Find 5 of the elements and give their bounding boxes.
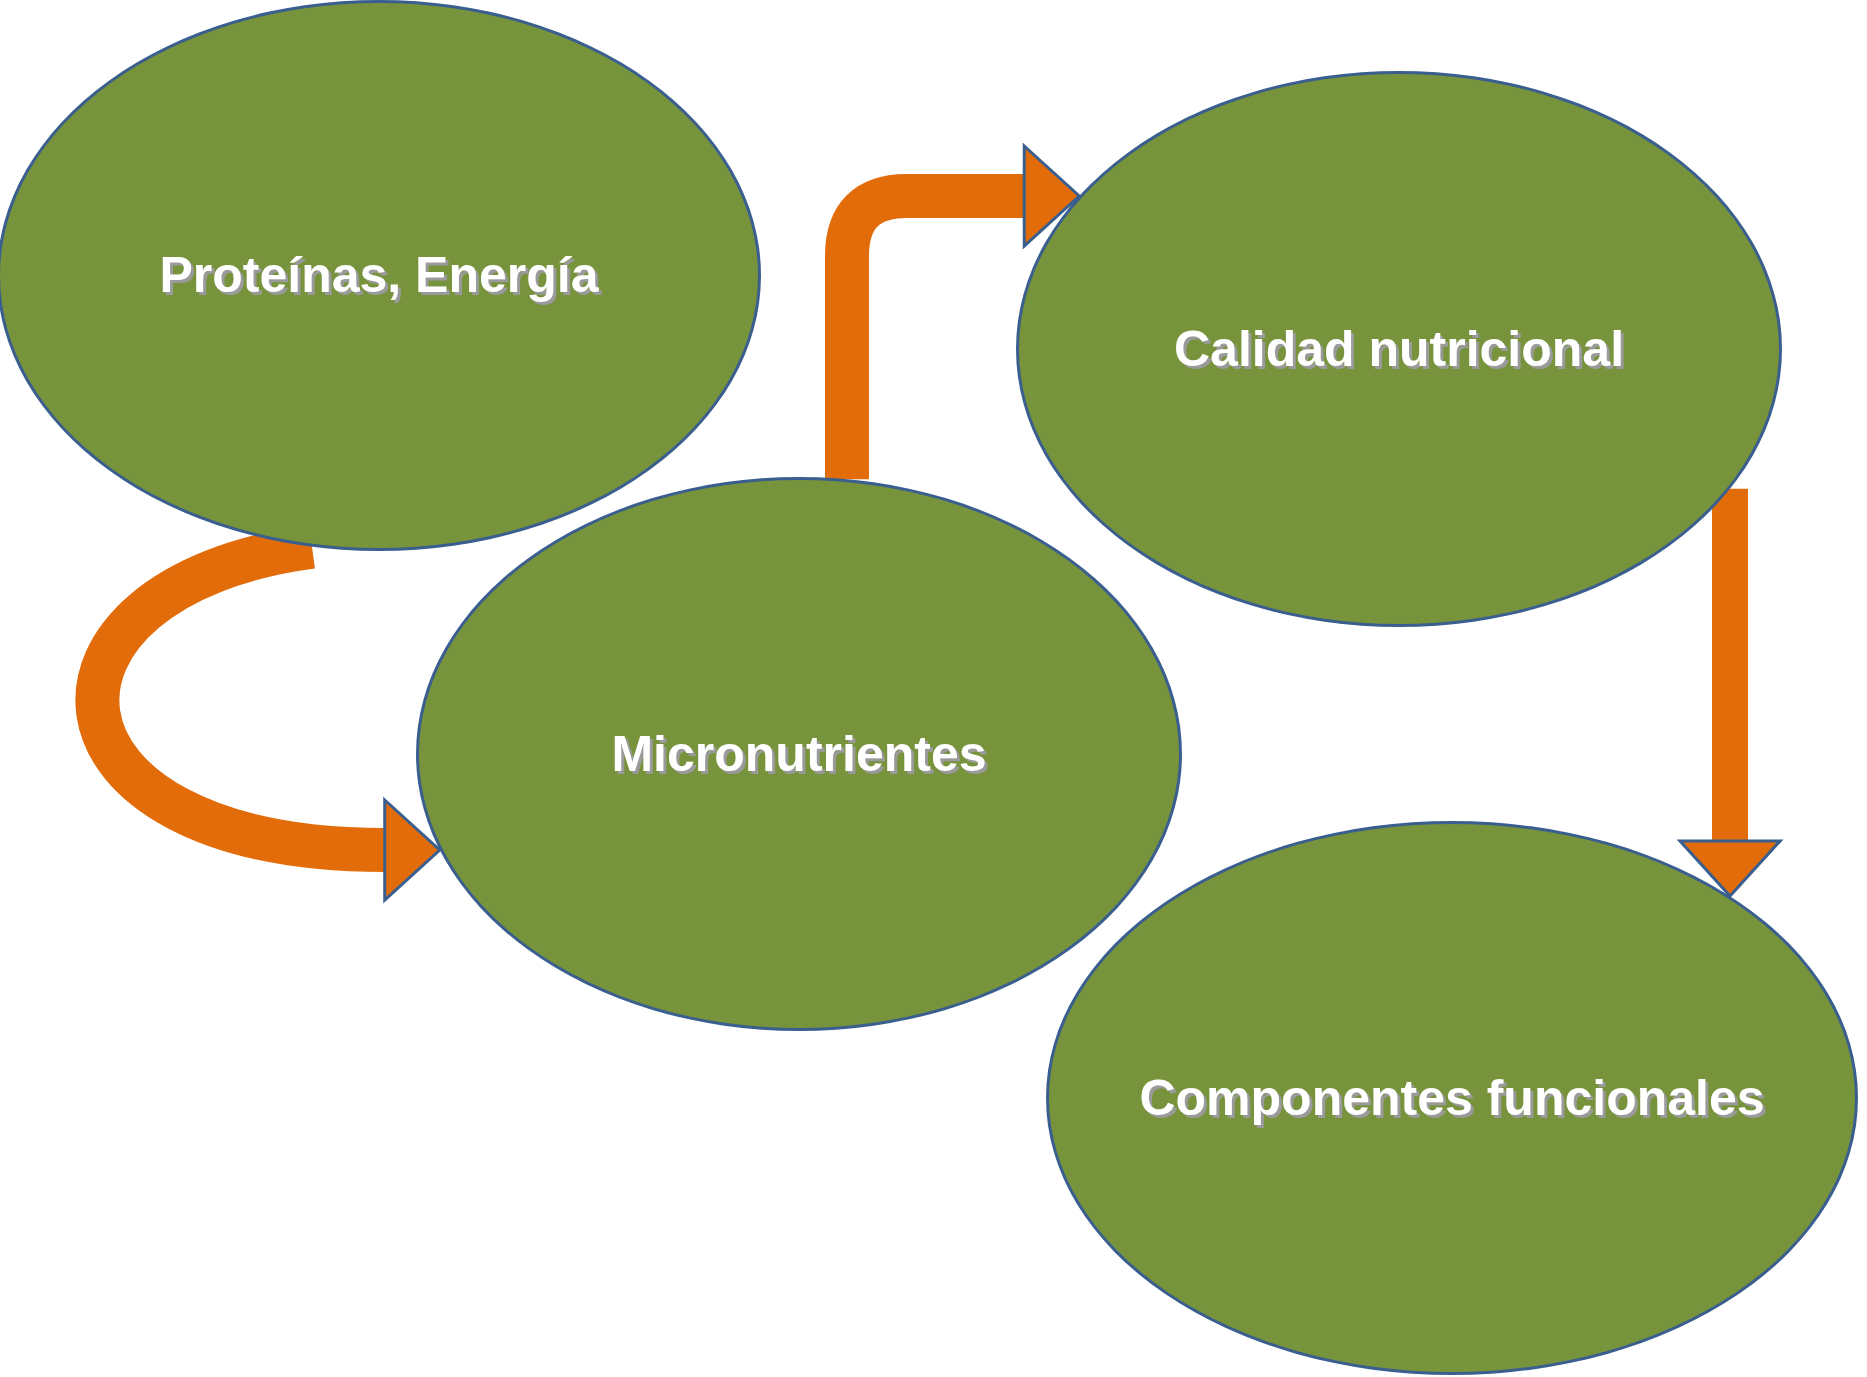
node-label: Micronutrientes [611, 724, 987, 784]
block-arrow [1678, 488, 1782, 898]
node-label: Calidad nutricional [1173, 319, 1625, 379]
node-label: Componentes funcionales [1139, 1068, 1765, 1128]
node-label: Proteínas, Energía [159, 246, 599, 306]
